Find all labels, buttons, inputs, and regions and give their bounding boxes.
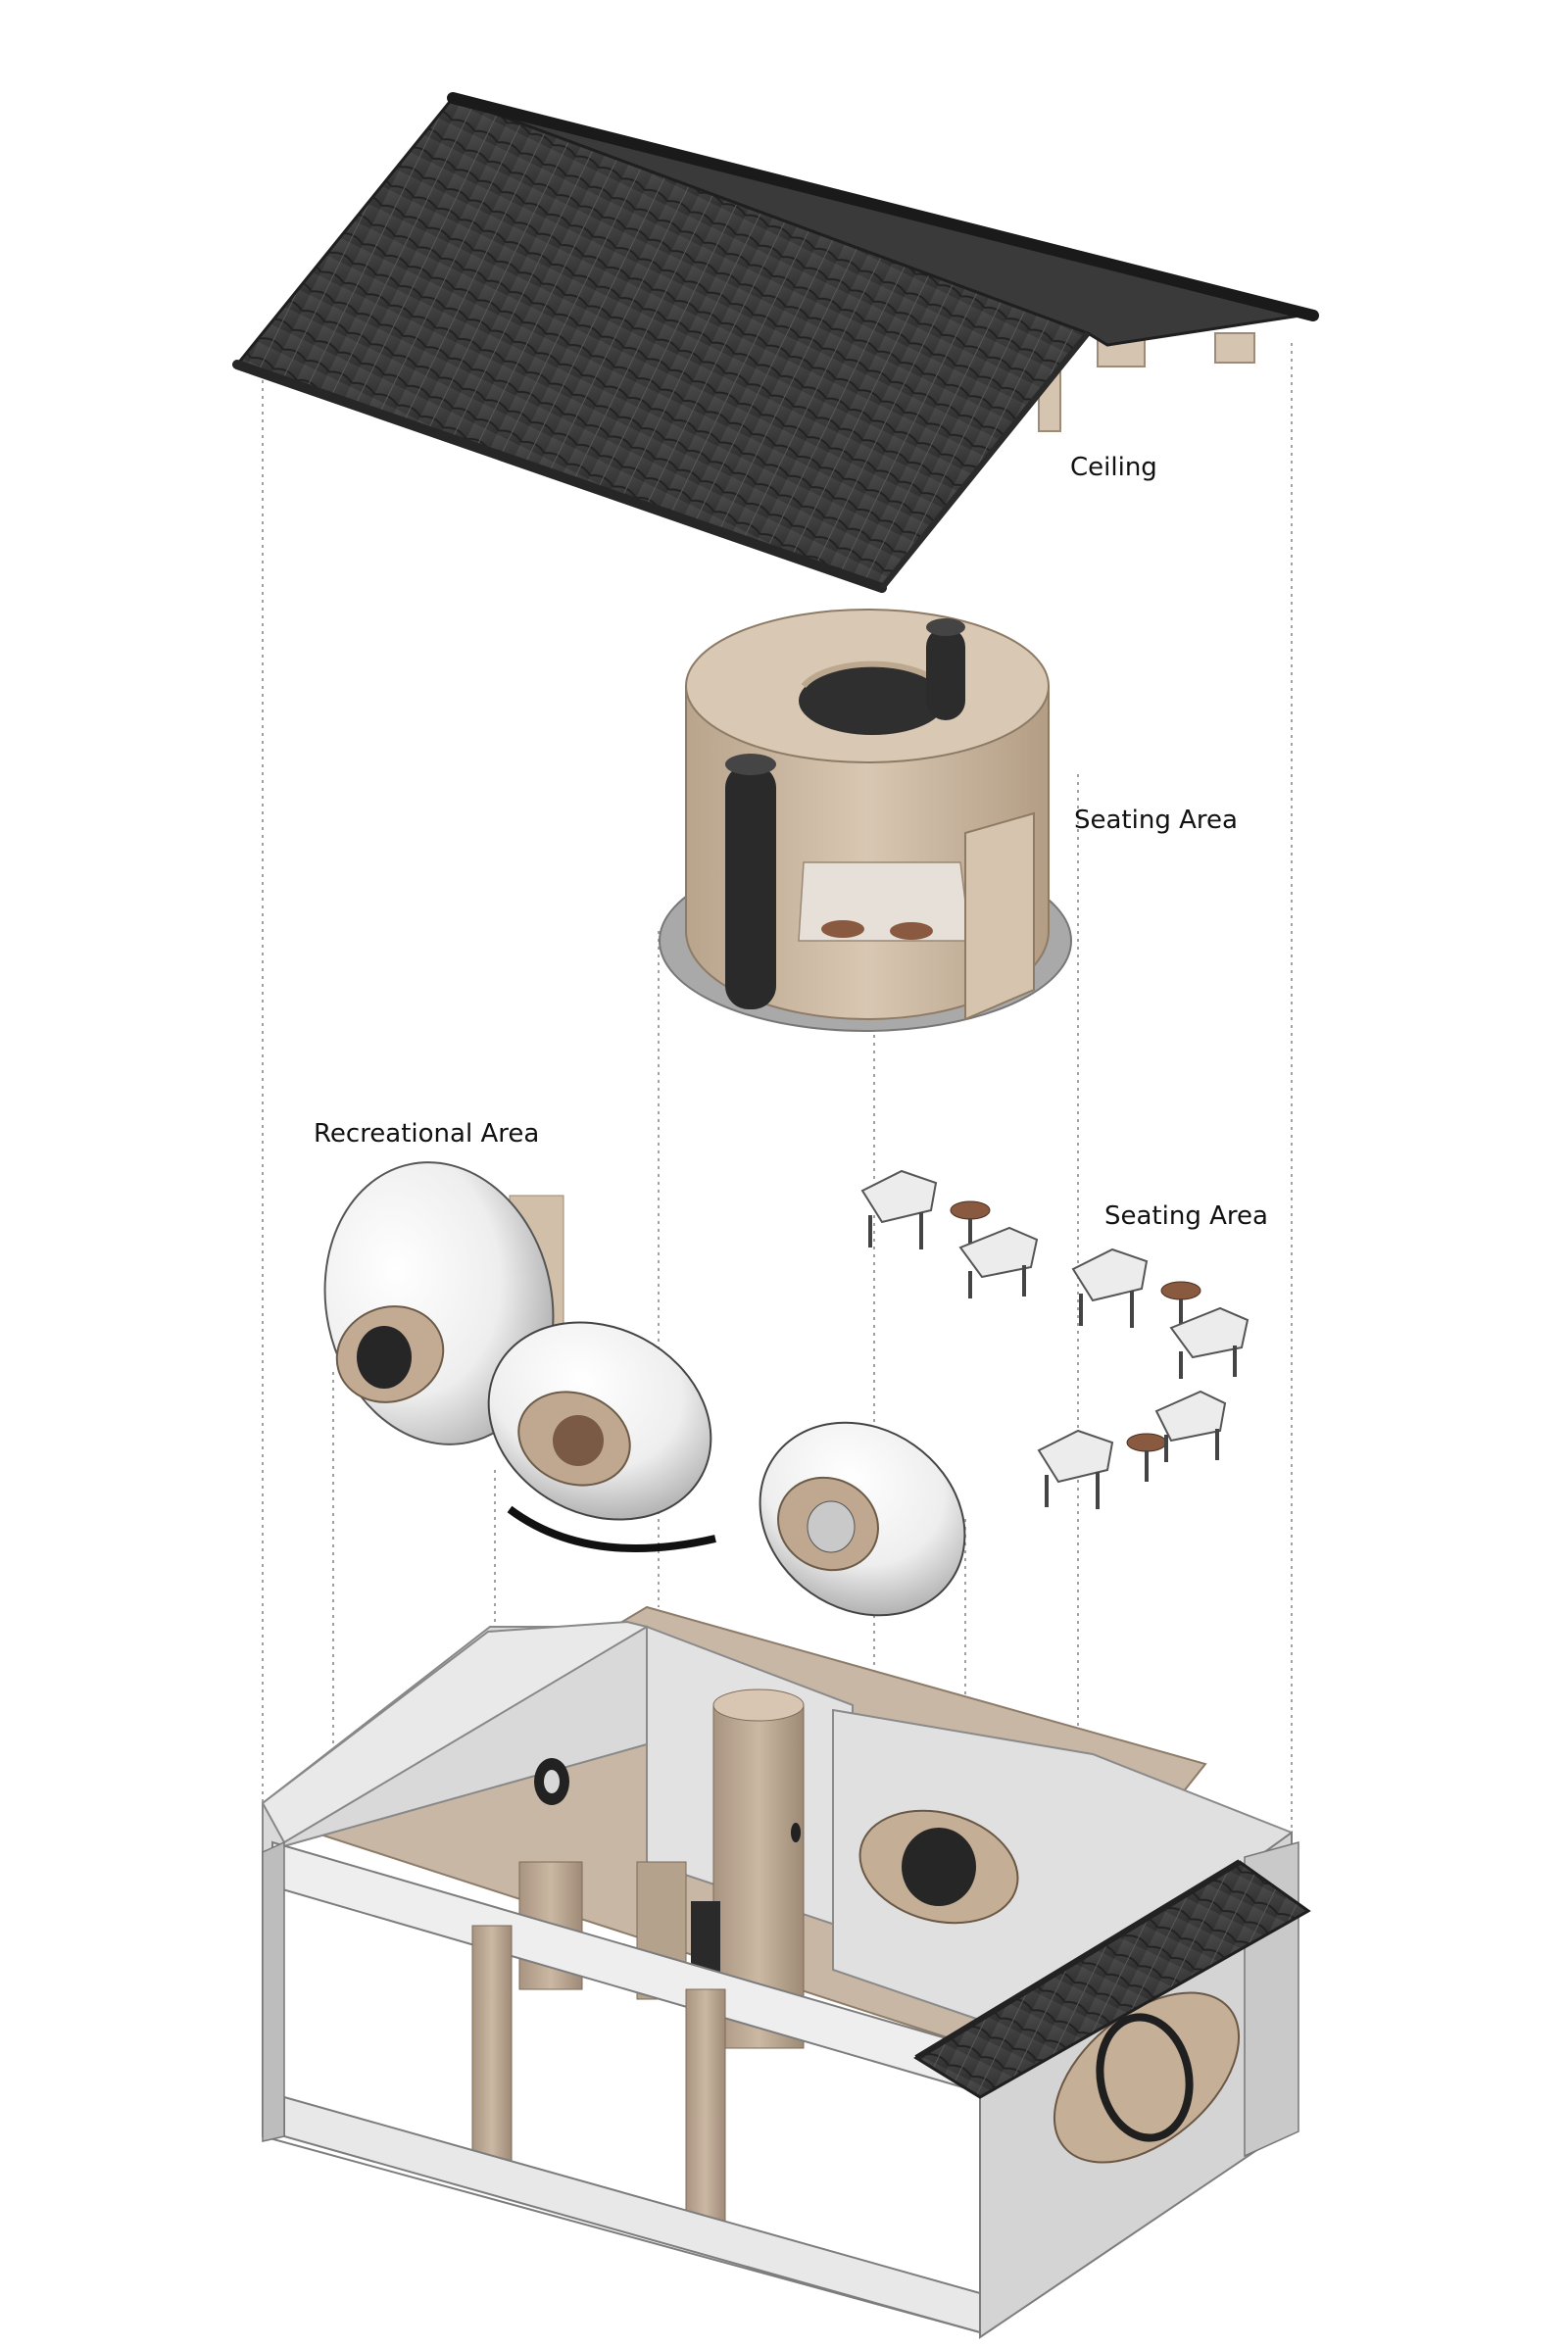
- seating-set-3: [1037, 1390, 1227, 1509]
- seating-sets: [860, 1169, 1250, 1509]
- projection-guides: [262, 343, 1293, 1852]
- recreational-pods: [323, 1161, 966, 1617]
- pod-middle: [487, 1321, 716, 1552]
- label-seating-area-lower: Seating Area: [1104, 1201, 1268, 1231]
- pod-small: [759, 1421, 966, 1617]
- label-recreational-area: Recreational Area: [314, 1119, 540, 1149]
- label-seating-area-upper: Seating Area: [1074, 806, 1238, 835]
- label-ceiling: Ceiling: [1070, 453, 1157, 482]
- building-shell: [261, 1605, 1311, 2339]
- seating-pavilion: [659, 609, 1072, 1032]
- ceiling-roof: [232, 92, 1319, 593]
- seating-set-2: [1071, 1248, 1250, 1379]
- seating-set-1: [860, 1169, 1039, 1298]
